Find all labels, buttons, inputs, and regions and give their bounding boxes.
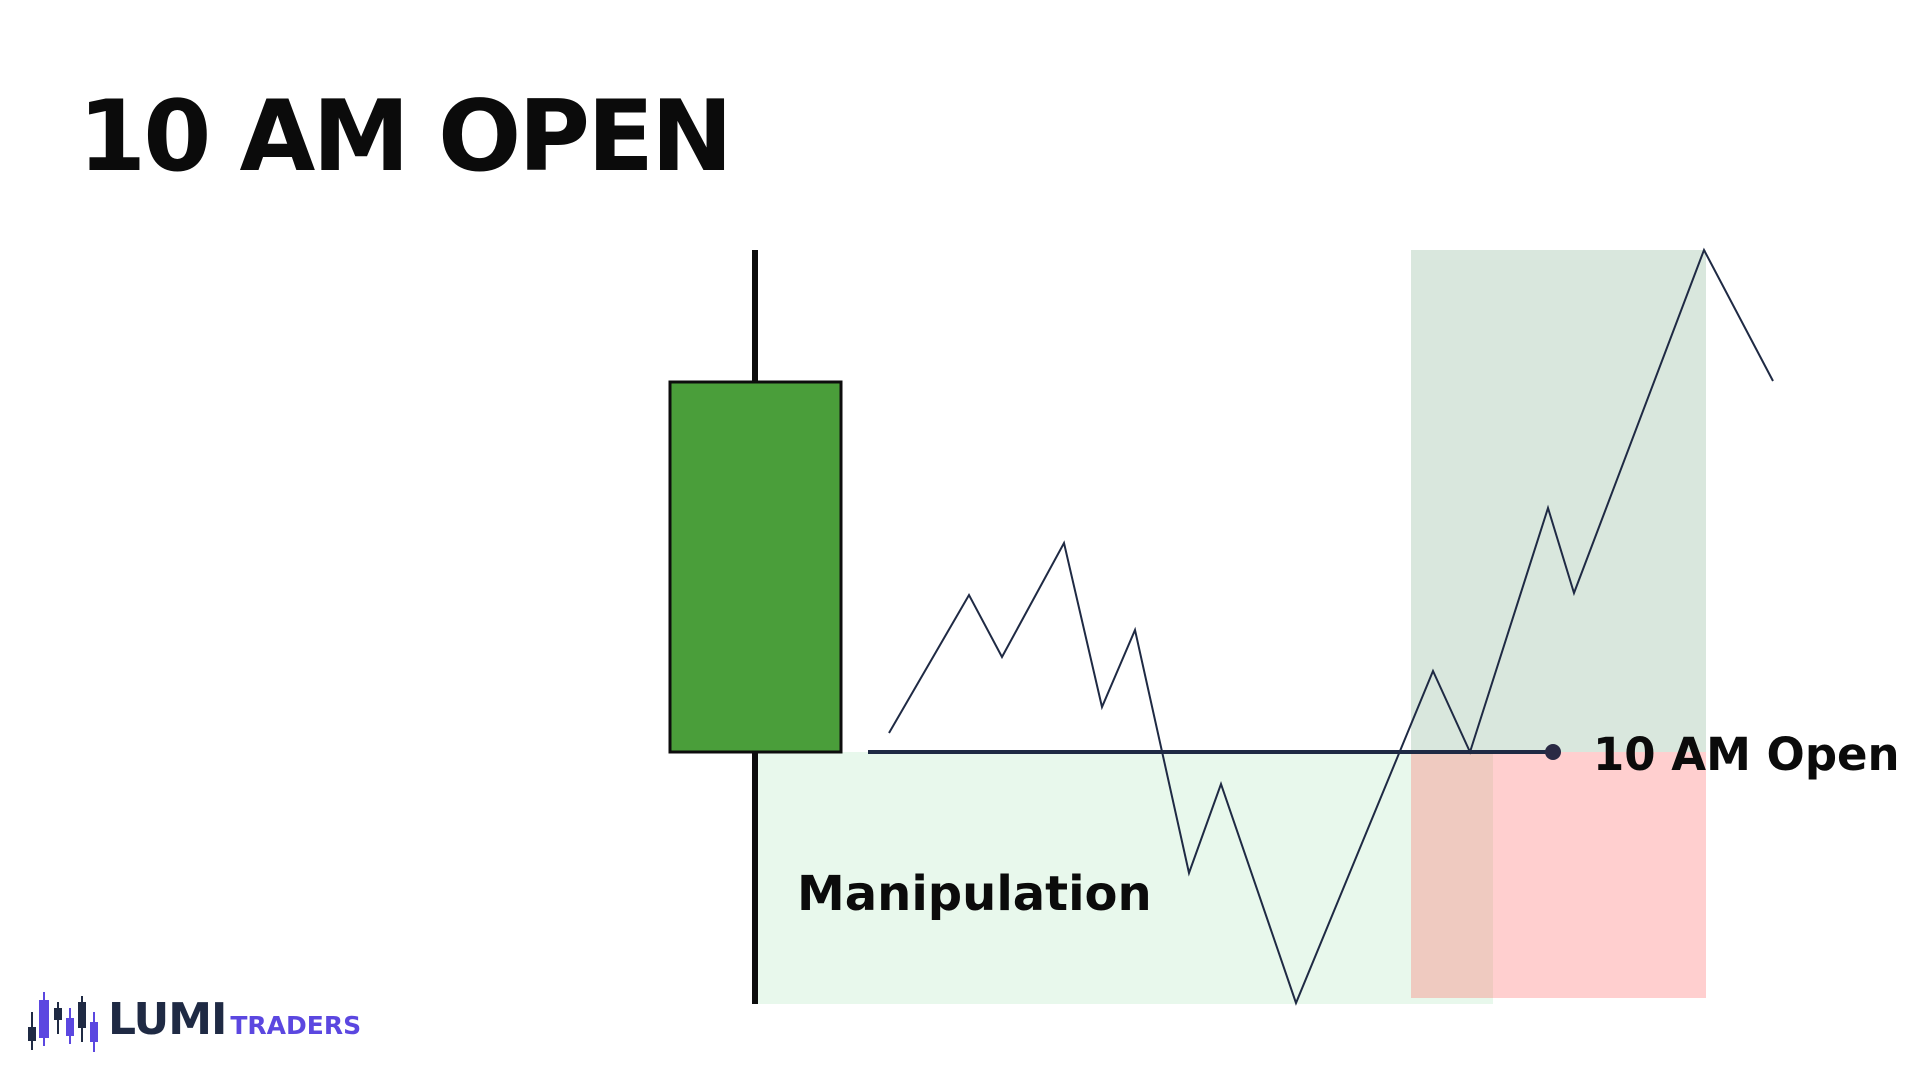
candle-body	[668, 380, 843, 754]
manipulation-zone	[757, 752, 1493, 1004]
dot-marker-icon	[1545, 744, 1561, 760]
logo-name-primary: LUMI	[108, 994, 227, 1045]
logo-name-secondary: TRADERS	[230, 1011, 362, 1040]
logo: LUMI TRADERS	[24, 986, 364, 1056]
manipulation-label: Manipulation	[797, 866, 1152, 922]
candlestick-logo-icon	[28, 992, 98, 1052]
logo-text: LUMI TRADERS	[108, 994, 361, 1045]
price-path	[888, 247, 1774, 1006]
zone-overlap	[1411, 752, 1493, 998]
page-title: 10 AM OPEN	[78, 80, 733, 194]
open-level-label: 10 AM Open	[1593, 728, 1900, 781]
target-zone	[1411, 250, 1706, 752]
